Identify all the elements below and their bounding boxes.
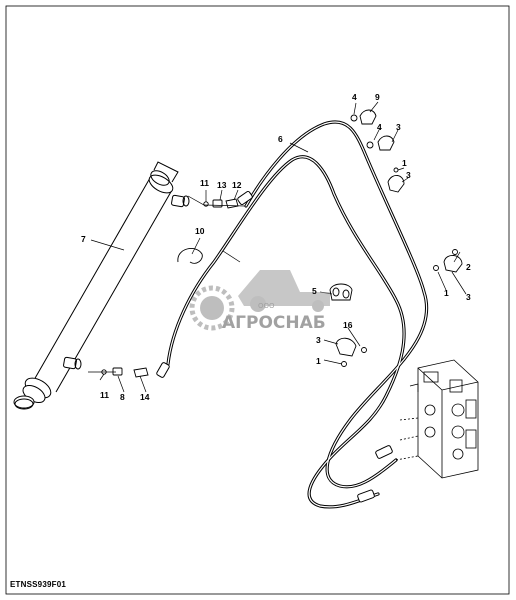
fittings-upper — [203, 109, 463, 273]
hydraulic-cylinder — [13, 161, 190, 410]
callout-3-top: 3 — [396, 122, 401, 132]
figure-code: ETNSS939F01 — [10, 580, 66, 589]
fittings-middle — [177, 247, 367, 367]
callout-16: 16 — [343, 320, 353, 330]
watermark-small-text: ООО — [258, 302, 275, 310]
callout-6: 6 — [278, 134, 283, 144]
diagram-border — [5, 5, 510, 595]
callout-3-right: 3 — [466, 292, 471, 302]
watermark-logo: ООО АГРОСНАБ — [189, 270, 330, 333]
callout-1-middle: 1 — [316, 356, 321, 366]
callout-10: 10 — [195, 226, 205, 236]
watermark-brand-text: АГРОСНАБ — [222, 313, 326, 333]
callout-7: 7 — [81, 234, 86, 244]
callout-1-top: 1 — [402, 158, 407, 168]
hose-fittings — [156, 190, 393, 503]
callout-labels: 7 11 13 12 10 6 4 9 4 3 1 3 2 1 3 5 16 3… — [81, 92, 471, 402]
callout-12: 12 — [232, 180, 242, 190]
callout-4-lower: 4 — [377, 122, 382, 132]
callout-3-middle: 3 — [316, 335, 321, 345]
callout-13: 13 — [217, 180, 227, 190]
callout-2: 2 — [466, 262, 471, 272]
callout-9: 9 — [375, 92, 380, 102]
callout-3-upper-right: 3 — [406, 170, 411, 180]
callout-1-right: 1 — [444, 288, 449, 298]
callout-11-upper: 11 — [200, 178, 209, 188]
callout-5: 5 — [312, 286, 317, 296]
callout-8: 8 — [120, 392, 125, 402]
leader-lines — [88, 101, 467, 393]
callout-4-upper: 4 — [352, 92, 357, 102]
fittings-lower — [101, 367, 149, 378]
control-valve — [395, 359, 479, 479]
callout-11-lower: 11 — [100, 390, 109, 400]
callout-14: 14 — [140, 392, 150, 402]
